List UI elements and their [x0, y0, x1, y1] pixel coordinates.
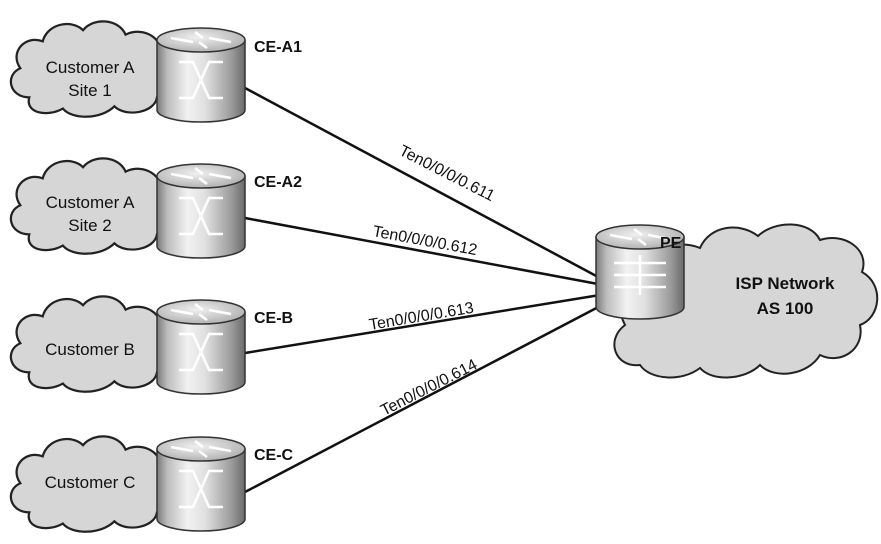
router-label-ce-b: CE-B	[254, 310, 293, 327]
link-ce-c-pe	[244, 301, 607, 494]
link-ce-a1-pe	[244, 86, 601, 280]
router-label-ce-a2: CE-A2	[254, 174, 302, 191]
link-ce-b-pe	[244, 293, 601, 355]
link-label-613: Ten0/0/0/0.613	[368, 300, 475, 334]
router-ce-a1	[156, 27, 246, 123]
router-ce-a2	[156, 163, 246, 259]
router-label-pe: PE	[660, 235, 682, 252]
cloud-customer-a-site-2: Customer A Site 2	[9, 157, 175, 255]
router-ce-c	[156, 436, 246, 532]
link-label-612: Ten0/0/0/0.612	[371, 223, 478, 259]
cloud-customer-c: Customer C	[9, 435, 175, 533]
routers	[156, 27, 685, 532]
links	[244, 86, 607, 494]
cloud-label: Customer C	[45, 473, 136, 492]
isp-as-label: AS 100	[757, 299, 814, 318]
isp-network-label: ISP Network	[736, 274, 835, 293]
router-pe	[595, 224, 685, 320]
cloud-label-line2: Site 1	[68, 81, 111, 100]
cloud-label-line2: Site 2	[68, 216, 111, 235]
cloud-customer-b: Customer B	[9, 295, 175, 393]
cloud-label: Customer B	[45, 340, 135, 359]
cloud-label-line1: Customer A	[46, 193, 135, 212]
router-label-ce-a1: CE-A1	[254, 39, 302, 56]
link-ce-a2-pe	[244, 216, 599, 286]
router-label-ce-c: CE-C	[254, 447, 294, 464]
router-ce-b	[156, 299, 246, 395]
link-label-614: Ten0/0/0/0.614	[378, 356, 480, 419]
cloud-customer-a-site-1: Customer A Site 1	[9, 20, 175, 118]
cloud-label-line1: Customer A	[46, 58, 135, 77]
